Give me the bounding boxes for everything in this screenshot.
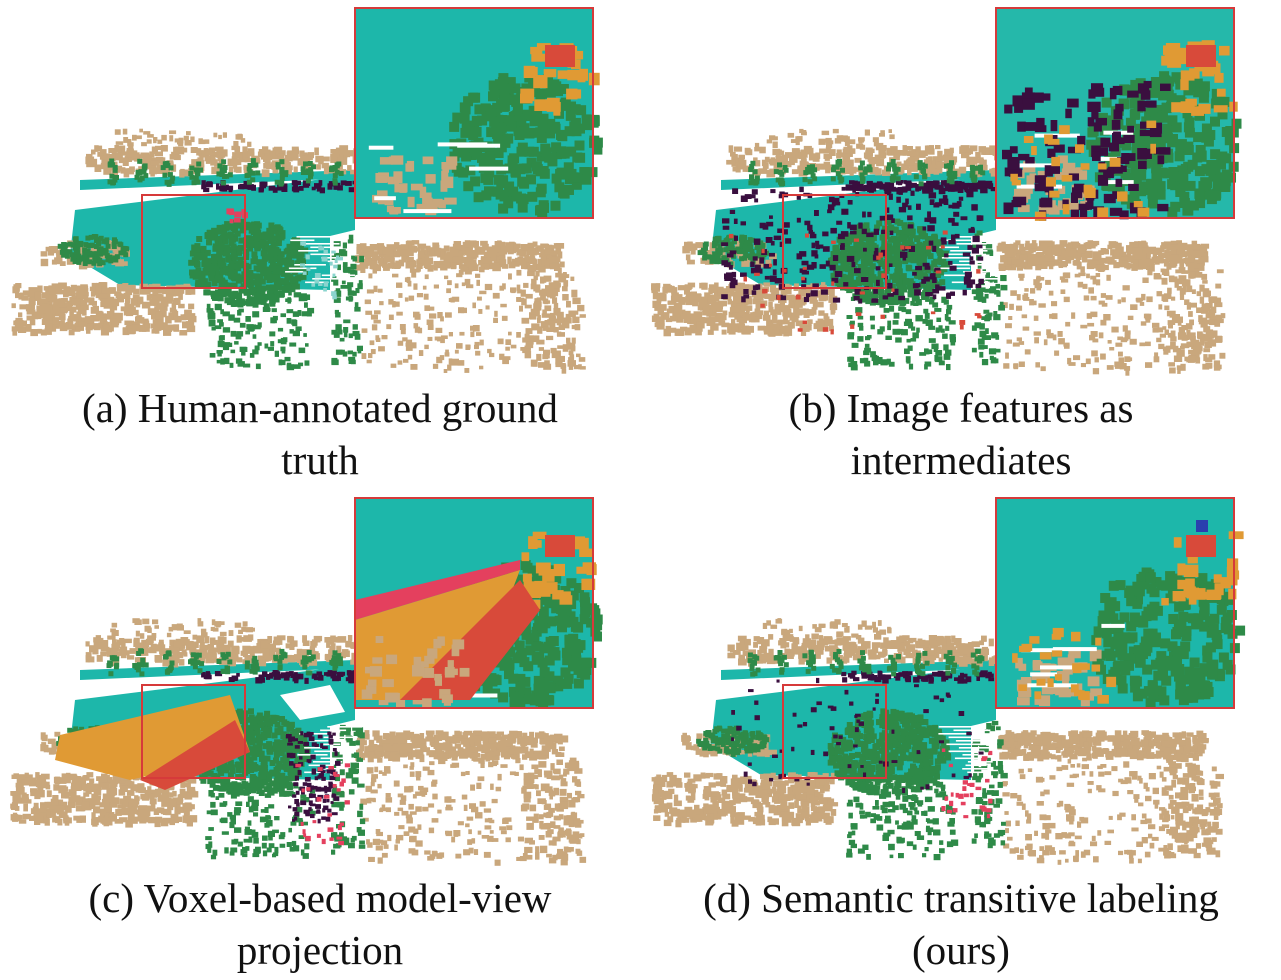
caption-b-line2: intermediates (850, 437, 1072, 483)
caption-d-line1: (d) Semantic transitive labeling (703, 875, 1219, 921)
inset-border (354, 7, 594, 219)
label-noise (55, 685, 350, 846)
scene-d (641, 490, 1281, 870)
right-buildings (355, 730, 587, 866)
scene-c (0, 490, 640, 870)
left-buildings (11, 240, 197, 337)
scan-gaps (938, 726, 993, 774)
inset-border (995, 497, 1235, 709)
inset-view (995, 7, 1242, 221)
caption-c-line2: projection (236, 927, 404, 973)
white-hole (280, 685, 345, 720)
caption-a-line2: truth (281, 437, 359, 483)
red-wedge (140, 720, 250, 790)
point-cloud-c (10, 497, 603, 866)
scene-a (0, 0, 640, 380)
inset-view (354, 497, 603, 709)
inset-pink-band (355, 560, 520, 620)
point-cloud-d (651, 497, 1246, 865)
label-noise (226, 208, 343, 300)
caption-c-line1: (c) Voxel-based model-view (88, 875, 552, 921)
scene-body (651, 618, 1224, 865)
zoom-region-box (141, 684, 246, 779)
ground-strip (80, 660, 355, 680)
inset-blue-voxel (1196, 520, 1208, 532)
caption-c: (c) Voxel-based model-view projection (0, 872, 640, 976)
caption-a-line1: (a) Human-annotated ground (82, 385, 558, 431)
inset-red-patch (1186, 535, 1216, 557)
point-cloud-a (11, 7, 603, 374)
back-trees (107, 158, 344, 187)
panel-a: (a) Human-annotated ground truth (0, 0, 640, 490)
panel-d: (d) Semantic transitive labeling (ours) (641, 490, 1281, 980)
label-noise (721, 185, 988, 335)
scene-body (10, 618, 587, 866)
inset-view (354, 7, 603, 219)
point-cloud-b (651, 7, 1242, 376)
back-trees (106, 648, 344, 677)
scene-b (641, 0, 1281, 380)
inset-red-region (400, 580, 540, 700)
inset-red-patch (1186, 45, 1216, 67)
caption-b-line1: (b) Image features as (788, 385, 1134, 431)
label-noise (731, 677, 993, 819)
inset-border (995, 7, 1235, 219)
zoom-region-box (782, 684, 887, 779)
caption-b: (b) Image features as intermediates (641, 382, 1281, 486)
inset-red-patch (545, 535, 575, 557)
panel-c: (c) Voxel-based model-view projection (0, 490, 640, 980)
caption-d: (d) Semantic transitive labeling (ours) (641, 872, 1281, 976)
right-buildings (355, 240, 586, 374)
left-buildings (651, 240, 838, 337)
right-buildings (997, 730, 1224, 865)
caption-a: (a) Human-annotated ground truth (0, 382, 640, 486)
inset-view (995, 497, 1246, 709)
zoom-region-box (141, 194, 246, 289)
scene-body (651, 128, 1226, 376)
inset-border (354, 497, 594, 709)
scene-body (11, 128, 586, 374)
zoom-region-box (782, 194, 887, 289)
right-buildings (996, 240, 1226, 376)
back-trees (747, 648, 985, 677)
panel-b: (b) Image features as intermediates (641, 0, 1281, 490)
caption-d-line2: (ours) (912, 927, 1010, 973)
inset-red-patch (545, 45, 575, 67)
back-trees (748, 158, 986, 187)
